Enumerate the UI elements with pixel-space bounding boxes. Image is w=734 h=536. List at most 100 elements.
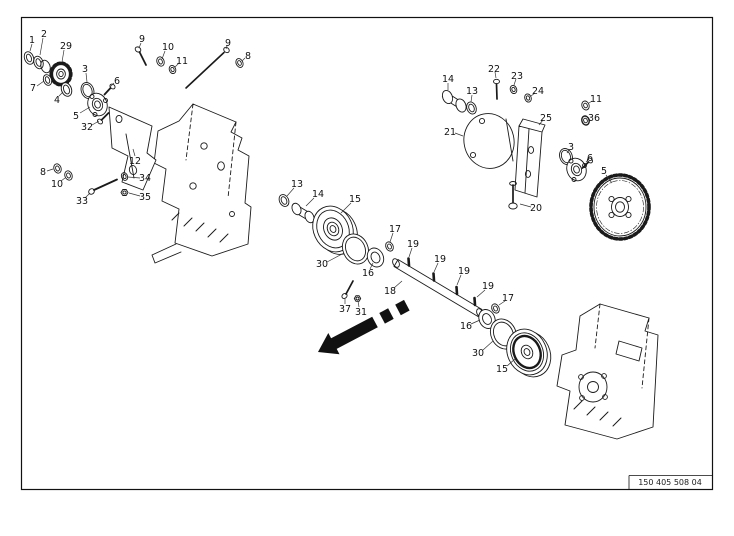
leader-line-30 (482, 340, 494, 351)
part-callout-19: 19 (482, 281, 494, 292)
part-callout-18: 18 (384, 286, 396, 297)
part-callout-9: 9 (139, 34, 145, 45)
part-callout-36: 36 (588, 113, 600, 124)
leader-line-35 (128, 192, 141, 197)
leader-line-4 (58, 91, 64, 97)
tension-roller-right-group (478, 303, 552, 378)
leader-line-13 (286, 187, 295, 197)
part-callout-9: 9 (225, 38, 231, 49)
leader-line-3 (85, 72, 88, 83)
part-callout-37: 37 (339, 304, 351, 315)
leader-line-19 (433, 262, 439, 273)
part-callout-21: 21 (444, 127, 456, 138)
leader-line-21 (454, 132, 464, 137)
leader-line-19 (476, 289, 486, 298)
part-callout-17: 17 (389, 224, 401, 235)
part-callout-15: 15 (496, 364, 508, 375)
part-callout-7: 7 (30, 83, 36, 94)
leader-line-12 (132, 148, 136, 157)
part-callout-10: 10 (51, 179, 63, 190)
machine-frame-left-drawing (151, 103, 252, 264)
leader-line-36 (588, 118, 591, 121)
part-callout-25: 25 (540, 113, 552, 124)
part-callout-3: 3 (82, 64, 88, 75)
roller-shaft-group (392, 257, 484, 318)
part-callout-8: 8 (245, 51, 251, 62)
part-callout-11: 11 (176, 56, 188, 67)
leader-line-25 (538, 119, 544, 126)
leader-line-24 (530, 92, 536, 97)
leader-line-30 (326, 252, 345, 263)
figure-reference: 150 405 508 04 (638, 478, 702, 487)
part-callout-5: 5 (73, 111, 79, 122)
shaft-pins (407, 257, 477, 307)
leader-line-8 (241, 57, 246, 62)
part-callout-10: 10 (162, 42, 174, 53)
part-callout-34: 34 (139, 173, 151, 184)
part-callout-8: 8 (40, 167, 46, 178)
leader-line-7 (36, 80, 45, 87)
leader-line-29 (61, 49, 65, 63)
part-callout-35: 35 (139, 192, 151, 203)
part-callout-19: 19 (434, 254, 446, 265)
leader-line-15 (340, 202, 352, 214)
leader-line-32 (91, 120, 100, 126)
title-block (628, 475, 712, 490)
part-callout-1: 1 (29, 35, 35, 46)
tension-roller-left-group (278, 194, 394, 302)
leader-line-17 (498, 300, 506, 306)
leader-line-17 (389, 232, 394, 243)
part-callout-16: 16 (460, 321, 472, 332)
leader-line-6 (585, 159, 589, 163)
part-callout-6: 6 (587, 153, 593, 164)
leader-line-10 (161, 50, 166, 60)
leader-line-11 (588, 100, 593, 104)
part-callout-24: 24 (532, 86, 544, 97)
leader-line-31 (357, 300, 360, 308)
part-callout-12: 12 (129, 156, 141, 167)
part-callout-3: 3 (568, 142, 574, 153)
leader-line-5 (79, 106, 91, 114)
machine-frame-right-drawing (556, 303, 659, 440)
part-callout-14: 14 (442, 74, 454, 85)
leader-line-19 (456, 274, 462, 286)
leader-line-16 (369, 262, 374, 270)
frame-right-hatching (573, 400, 622, 427)
leader-line-3 (566, 149, 570, 154)
direction-arrow (318, 299, 410, 355)
leader-line-16 (470, 319, 481, 325)
part-callout-17: 17 (502, 293, 514, 304)
leader-line-33 (84, 192, 91, 199)
part-callout-4: 4 (54, 95, 60, 106)
leader-line-9 (138, 42, 142, 49)
leader-line-34 (127, 176, 141, 179)
leader-line-1 (29, 43, 33, 52)
guide-plate-group (441, 78, 546, 210)
part-callout-2: 2 (41, 29, 47, 40)
bearing-sprocket-right-group (559, 100, 651, 241)
leader-line-2 (39, 37, 44, 56)
part-callout-20: 20 (530, 203, 542, 214)
part-callout-13: 13 (291, 179, 303, 190)
part-callout-29: 29 (60, 41, 72, 52)
part-callout-16: 16 (362, 268, 374, 279)
part-callout-11: 11 (590, 94, 602, 105)
leader-line-11 (174, 62, 180, 68)
leader-line-15 (506, 358, 516, 367)
part-callout-6: 6 (114, 76, 120, 87)
leader-line-19 (408, 247, 413, 258)
part-callout-23: 23 (511, 71, 523, 82)
part-callout-31: 31 (355, 307, 367, 318)
part-callout-15: 15 (349, 194, 361, 205)
part-callout-22: 22 (488, 64, 500, 75)
part-callout-32: 32 (81, 122, 93, 133)
part-callout-13: 13 (466, 86, 478, 97)
frame-left-hatching (171, 212, 229, 243)
part-callout-5: 5 (601, 166, 607, 177)
diagram-border (20, 16, 714, 491)
leader-line-20 (519, 203, 532, 208)
part-callout-14: 14 (312, 189, 324, 200)
